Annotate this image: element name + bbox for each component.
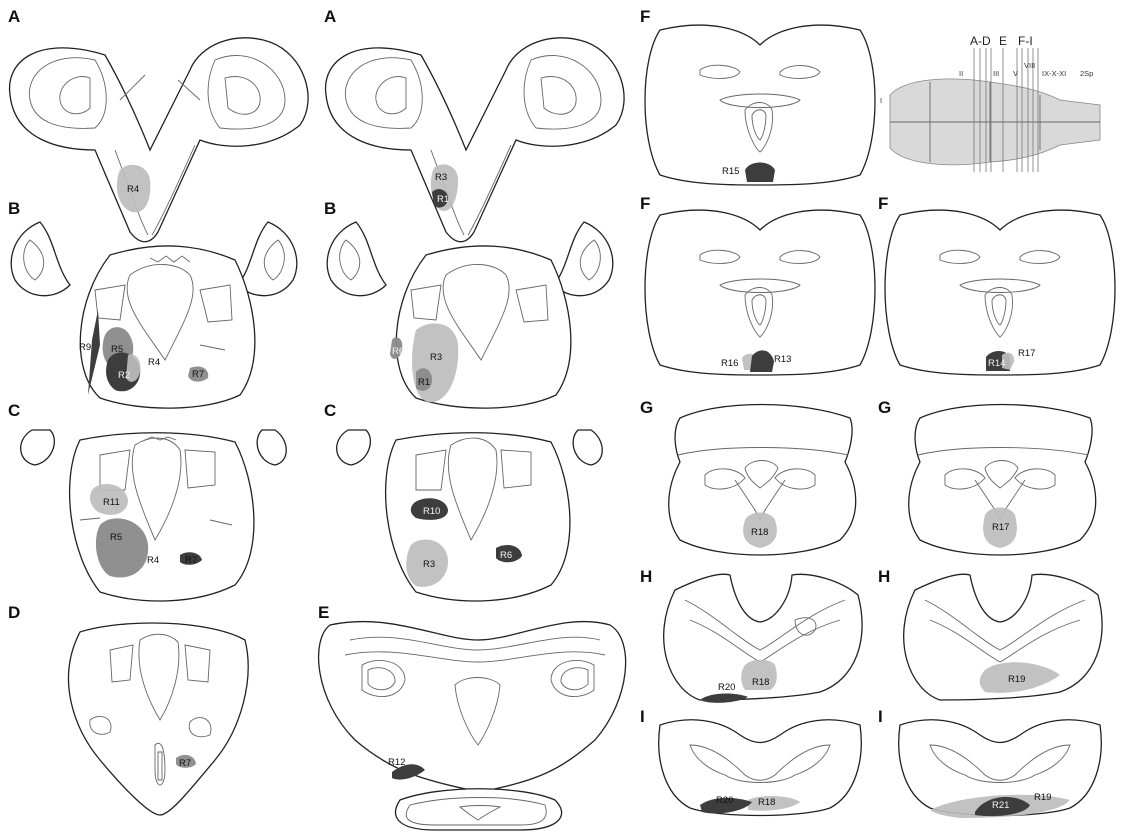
region-label: R4 (148, 357, 160, 368)
panel-letter: A (8, 7, 20, 26)
panel-g-left: R18 G (640, 398, 856, 555)
section-label: A-D (970, 34, 991, 48)
brain-schematic: A-D E F-I I II III V VIII IX-X-XI 2Sp (880, 34, 1100, 172)
panel-f-mid-right: R14 R17 F (878, 194, 1115, 375)
region-label: R18 (758, 797, 775, 808)
region-label: R7 (192, 369, 204, 380)
region-label: R19 (1034, 792, 1051, 803)
region-label: R15 (722, 166, 739, 177)
region-label: R6 (392, 346, 404, 357)
panel-letter: E (318, 603, 329, 622)
region-label: R5 (110, 532, 122, 543)
region-label: R13 (774, 354, 791, 365)
panel-letter: F (878, 194, 888, 213)
region-label: R9 (79, 342, 91, 353)
nerve-label: IX-X-XI (1042, 69, 1066, 78)
region-label: R3 (435, 172, 447, 183)
panel-e: R12 E (318, 603, 626, 830)
region-label: R5 (111, 344, 123, 355)
region-label: R7 (185, 555, 197, 566)
nerve-label: V (1013, 69, 1018, 78)
panel-letter: H (640, 567, 652, 586)
region-label: R19 (1008, 674, 1025, 685)
panel-d: R7 D (8, 603, 248, 815)
panel-letter: G (878, 398, 891, 417)
region-label: R1 (418, 377, 430, 388)
section-label: F-I (1018, 34, 1033, 48)
panel-c-left: R11 R5 R4 R7 C (8, 401, 286, 601)
region-label: R14 (988, 358, 1005, 369)
panel-f-mid-left: R16 R13 F (640, 194, 875, 375)
panel-a-right: R3 R1 A (324, 7, 624, 242)
panel-a-left: R4 A (8, 7, 308, 242)
panel-letter: C (8, 401, 20, 420)
region-label: R3 (423, 559, 435, 570)
region-label: R1 (437, 194, 449, 205)
region-label: R17 (1018, 348, 1035, 359)
panel-letter: F (640, 7, 650, 26)
nerve-label: II (959, 69, 963, 78)
panel-h-right: R19 H (878, 567, 1102, 700)
nerve-label: 2Sp (1080, 69, 1093, 78)
panel-h-left: R20 R18 H (640, 567, 862, 703)
region-label: R3 (430, 352, 442, 363)
region-label: R6 (500, 550, 512, 561)
panel-g-right: R17 G (878, 398, 1096, 555)
panel-f-top: R15 F (640, 7, 875, 185)
panel-letter: D (8, 603, 20, 622)
region-label: R17 (992, 522, 1009, 533)
panel-letter: G (640, 398, 653, 417)
panel-letter: I (878, 707, 883, 726)
panel-letter: F (640, 194, 650, 213)
panel-letter: H (878, 567, 890, 586)
nerve-label: I (880, 96, 882, 105)
panel-i-left: R20 R18 I (640, 707, 861, 816)
region-label: R21 (992, 800, 1009, 811)
region-label: R20 (716, 795, 733, 806)
nerve-label: III (993, 69, 999, 78)
region-label: R4 (147, 555, 159, 566)
panel-i-right: R21 R19 I (878, 707, 1101, 818)
nerve-label: VIII (1024, 61, 1035, 70)
panel-letter: I (640, 707, 645, 726)
region-label: R4 (127, 184, 139, 195)
region-label: R10 (423, 506, 440, 517)
region-label: R12 (388, 757, 405, 768)
panel-letter: A (324, 7, 336, 26)
panel-c-right: R10 R3 R6 C (324, 401, 602, 601)
region-label: R11 (103, 497, 120, 508)
panel-letter: B (8, 199, 20, 218)
panel-letter: C (324, 401, 336, 420)
region-label: R7 (179, 758, 191, 769)
panel-letter: B (324, 199, 336, 218)
region-label: R18 (752, 677, 769, 688)
region-label: R18 (751, 527, 768, 538)
section-label: E (999, 34, 1007, 48)
region-label: R2 (118, 370, 130, 381)
region-label: R20 (718, 682, 735, 693)
region-label: R16 (721, 358, 738, 369)
